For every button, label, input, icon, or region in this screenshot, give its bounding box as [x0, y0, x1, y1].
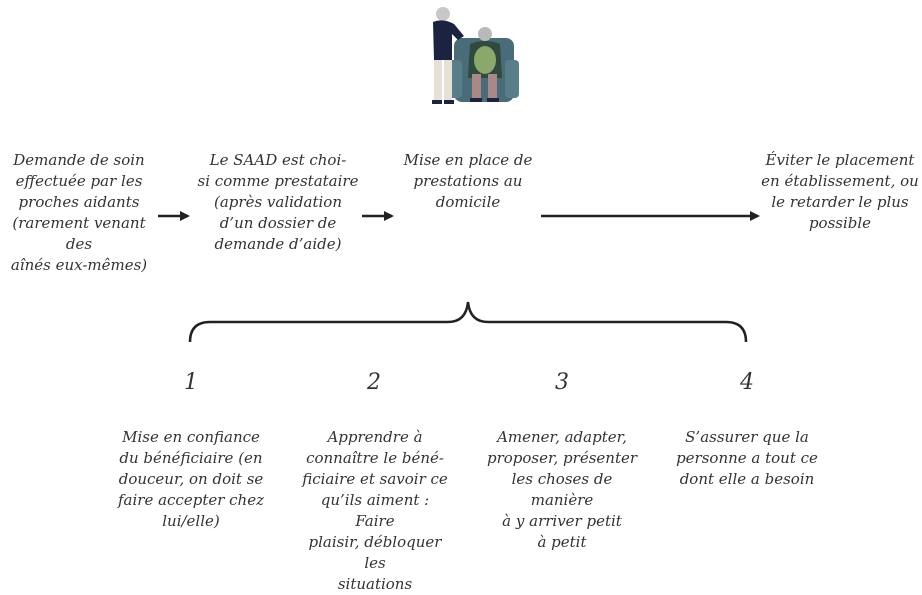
flow-connectors: [158, 211, 760, 343]
phase-text-1: Mise en confiance du bénéficiaire (en do…: [117, 428, 264, 530]
curly-brace: [188, 301, 748, 343]
phase-text-3: Amener, adapter, proposer, présenter les…: [486, 428, 638, 551]
phase-text-2: Apprendre à connaître le béné- ficiaire …: [302, 428, 448, 593]
phase-number-2: 2: [367, 370, 381, 395]
phase-number-3: 3: [555, 370, 569, 395]
caregiver-and-elder-icon: [432, 7, 519, 104]
phase-number-1: 1: [184, 370, 198, 395]
phase-number-4: 4: [740, 370, 754, 395]
step-request-care: Demande de soin effectuée par les proche…: [10, 151, 148, 274]
step-avoid-placement: Éviter le placement en établissement, ou…: [761, 151, 919, 232]
step-saad-chosen: Le SAAD est choi- si comme prestataire (…: [197, 151, 359, 253]
step-home-services: Mise en place de prestations au domicile: [403, 151, 533, 211]
phase-text-4: S’assurer que la personne a tout ce dont…: [676, 428, 818, 488]
